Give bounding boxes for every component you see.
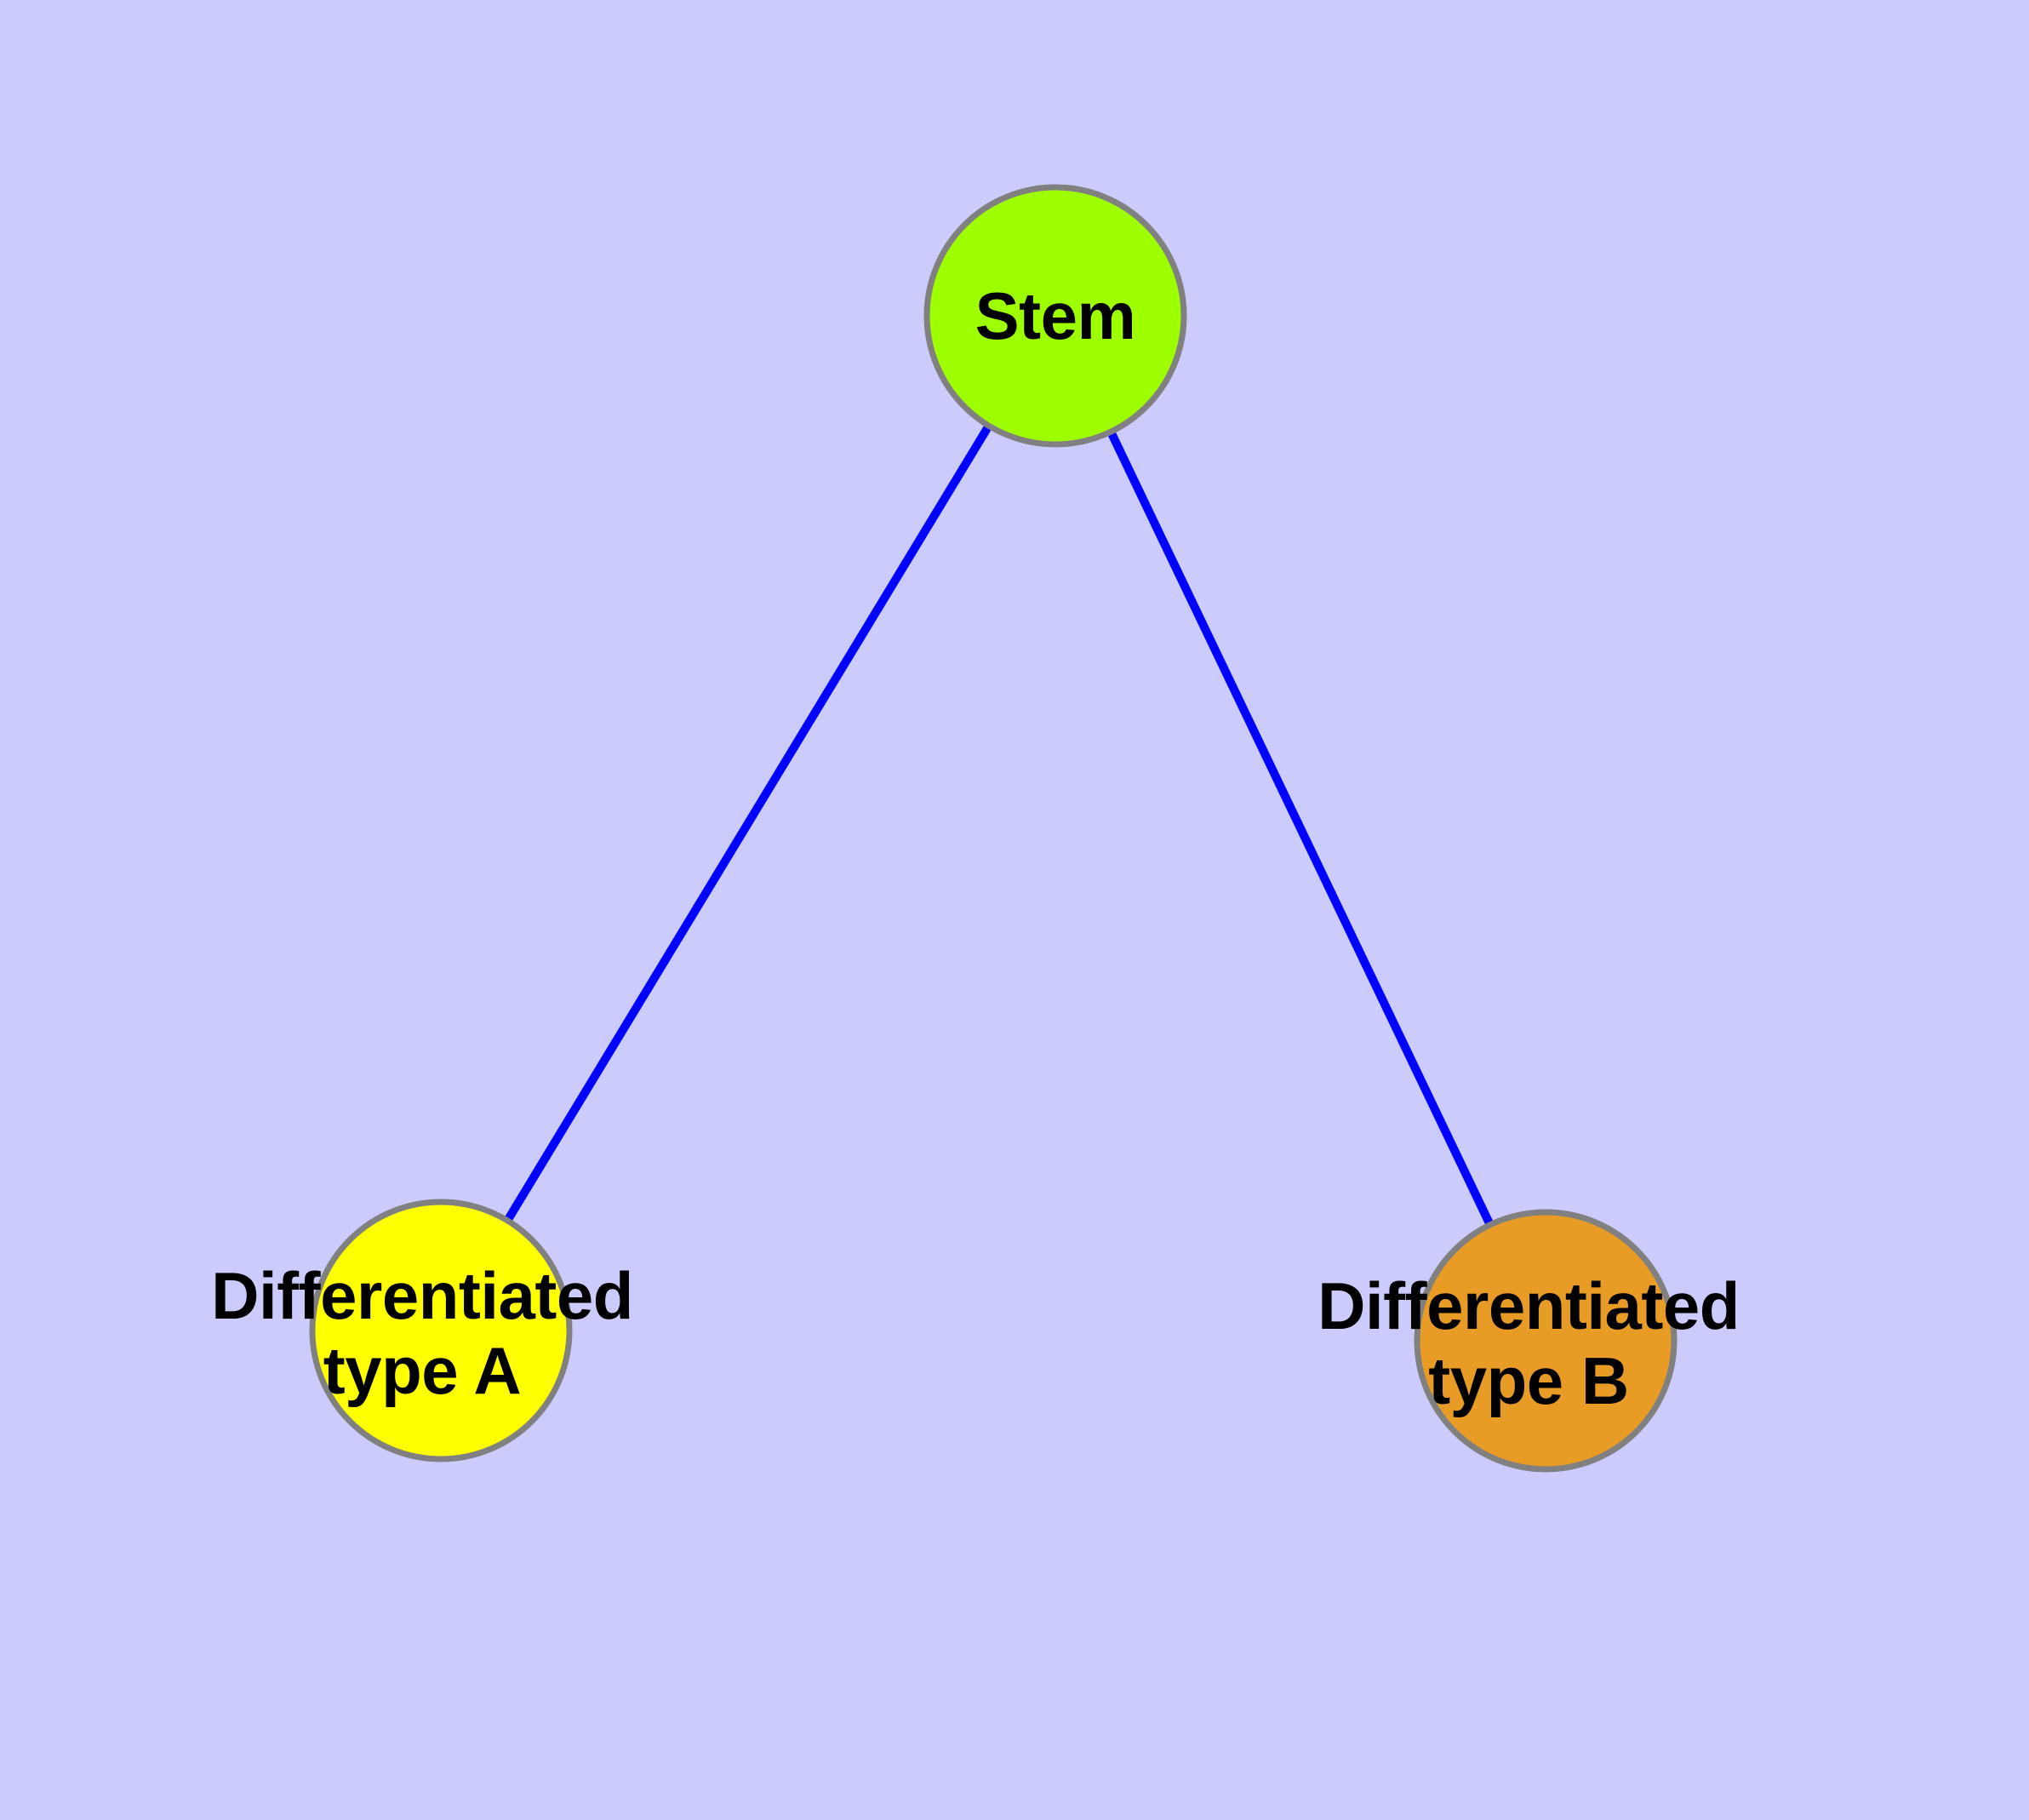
edge-layer (503, 423, 1495, 1227)
node-layer (309, 184, 1677, 1473)
node-differentiated-type-b[interactable] (1414, 1209, 1677, 1473)
node-differentiated-type-a[interactable] (309, 1199, 573, 1462)
node-stem[interactable] (923, 184, 1187, 448)
edge-stem-to-differentiated-type-b[interactable] (1106, 430, 1495, 1227)
edge-stem-to-differentiated-type-a[interactable] (503, 423, 993, 1223)
